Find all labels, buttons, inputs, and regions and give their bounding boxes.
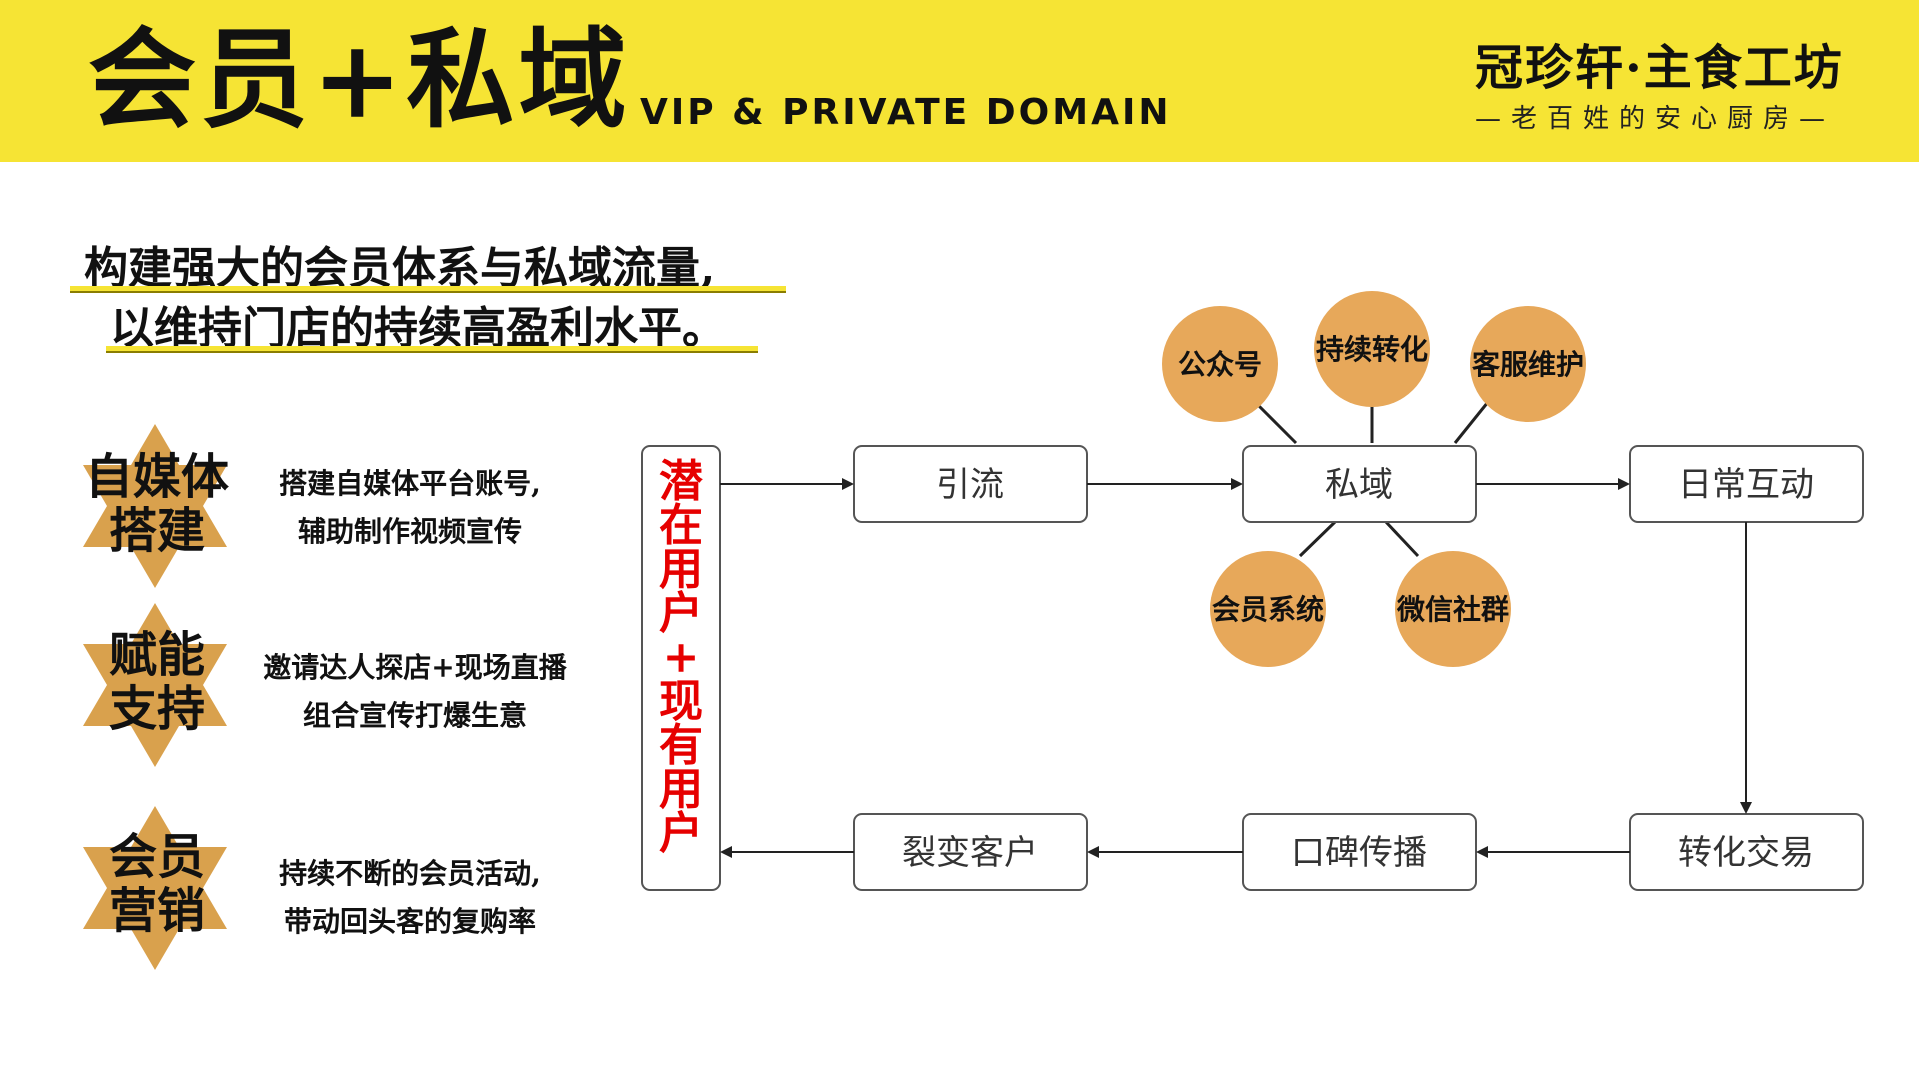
- node-yinliu-label: 引流: [936, 465, 1004, 505]
- satellite-weixinshequn: 微信社群: [1395, 551, 1511, 667]
- feature-badge-2: 赋能 支持: [72, 628, 242, 736]
- feature-desc-2: 邀请达人探店+现场直播 组合宣传打爆生意: [240, 644, 590, 740]
- feature-desc-1-line-2: 辅助制作视频宣传: [297, 515, 522, 548]
- node-siyu-label: 私域: [1325, 465, 1393, 505]
- slogan-underline-2: [106, 346, 758, 353]
- node-start: [641, 445, 721, 891]
- satellite-label: 持续转化: [1316, 333, 1428, 366]
- satellite-huiyuanxitong: 会员系统: [1210, 551, 1326, 667]
- feature-desc-3-line-2: 带动回头客的复购率: [283, 905, 536, 938]
- satellite-kefuweihu: 客服维护: [1470, 306, 1586, 422]
- slogan-underline-1: [70, 286, 786, 293]
- star-badge-icon: [83, 806, 227, 970]
- start-label-char: 有: [659, 720, 703, 771]
- start-label-char: 用: [659, 764, 703, 815]
- page-title: 会员+私域: [88, 17, 631, 143]
- feature-desc-3-line-1: 持续不断的会员活动,: [279, 857, 541, 890]
- satellite-label: 会员系统: [1212, 593, 1324, 626]
- link-gongzhonghao: [1254, 401, 1298, 445]
- feature-badge-3-line-1: 会员: [108, 829, 205, 885]
- link-kefuweihu: [1453, 401, 1490, 444]
- node-zhuanhua-label: 转化交易: [1678, 833, 1814, 873]
- feature-desc-1-line-1: 搭建自媒体平台账号,: [279, 467, 541, 500]
- node-richang-label: 日常互动: [1678, 465, 1814, 505]
- start-label-char: 用: [659, 544, 703, 595]
- start-label-char: +: [663, 632, 700, 683]
- page-subtitle: VIP & PRIVATE DOMAIN: [640, 92, 1172, 133]
- feature-desc-2-line-2: 组合宣传打爆生意: [302, 699, 527, 732]
- brand-name: 冠珍轩·主食工坊: [1475, 40, 1844, 96]
- feature-desc-2-line-1: 邀请达人探店+现场直播: [263, 651, 567, 684]
- feature-badge-3: 会员 营销: [72, 830, 242, 938]
- satellite-label: 微信社群: [1396, 593, 1509, 626]
- satellite-label: 公众号: [1178, 348, 1262, 381]
- brand-tagline: —老百姓的安心厨房—: [1475, 104, 1836, 134]
- slogan-line-2: 以维持门店的持续高盈利水平。: [110, 303, 726, 354]
- feature-desc-1: 搭建自媒体平台账号, 辅助制作视频宣传: [250, 460, 570, 556]
- feature-badge-1-line-2: 搭建: [108, 503, 205, 559]
- star-badge-icon: [83, 603, 227, 767]
- start-label-char: 户: [659, 588, 703, 639]
- header-bar: [0, 0, 1919, 162]
- start-label-char: 户: [659, 808, 703, 859]
- feature-badge-1-line-1: 自媒体: [84, 449, 229, 505]
- star-badge-icon: [83, 424, 227, 588]
- feature-badge-2-line-1: 赋能: [108, 627, 205, 683]
- node-koubei-label: 口碑传播: [1291, 833, 1427, 873]
- start-label-char: 在: [659, 500, 703, 551]
- start-label-char: 潜: [659, 456, 703, 507]
- node-liebian-label: 裂变客户: [902, 833, 1038, 873]
- satellite-gongzhonghao: 公众号: [1162, 306, 1278, 422]
- feature-desc-3: 持续不断的会员活动, 带动回头客的复购率: [250, 850, 570, 946]
- feature-badge-2-line-2: 支持: [108, 681, 205, 737]
- start-label-char: 现: [659, 676, 703, 727]
- feature-badge-1: 自媒体 搭建: [72, 450, 242, 558]
- satellite-chixuzhuanhua: 持续转化: [1314, 291, 1430, 407]
- link-weixinshequn: [1384, 520, 1420, 558]
- slogan-line-1: 构建强大的会员体系与私域流量,: [84, 243, 716, 294]
- link-huiyuanxitong: [1298, 520, 1337, 558]
- feature-badge-3-line-2: 营销: [108, 883, 205, 939]
- satellite-label: 客服维护: [1472, 348, 1584, 381]
